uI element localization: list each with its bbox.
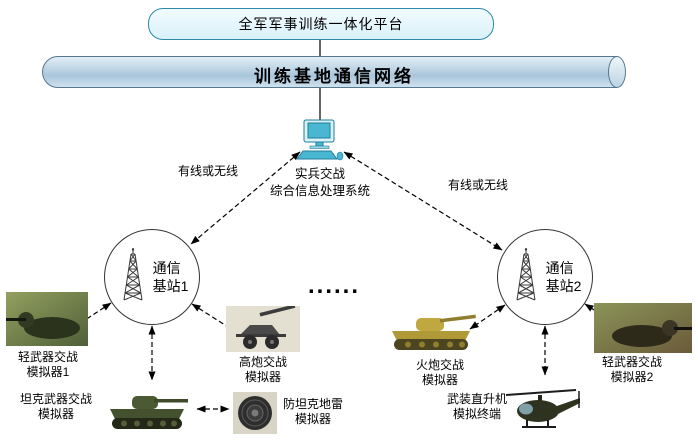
helicopter-photo (502, 378, 582, 441)
ellipsis-dots: ...... (307, 272, 360, 299)
station1-line1: 通信 (152, 259, 181, 276)
link-computer-station2 (343, 151, 503, 251)
antitank-mine-sim-line2: 模拟器 (294, 412, 331, 426)
tank-weapon-sim-line2: 模拟器 (37, 407, 74, 421)
tank-weapon-sim-line1: 坦克武器交战 (19, 392, 92, 406)
base-station-2: 通信 基站2 (497, 229, 593, 325)
light-weapon-sim-2-label: 轻武器交战 模拟器2 (596, 355, 668, 385)
link-station2-artillery (469, 304, 506, 330)
light-weapon-sim-1-label: 轻武器交战 模拟器1 (2, 350, 94, 380)
mine-photo (233, 392, 277, 439)
tank-photo (104, 383, 192, 438)
cylinder-end-cap (608, 56, 626, 88)
antitank-mine-sim-line1: 防坦克地雷 (282, 397, 343, 411)
tank-weapon-sim-label: 坦克武器交战 模拟器 (8, 392, 104, 422)
aa-gun-sim-line2: 模拟器 (244, 370, 281, 384)
base-station-1-label: 通信 基站1 (153, 259, 189, 295)
light-weapon-sim-1-line1: 轻武器交战 (17, 350, 78, 364)
aa-gun-photo (226, 304, 300, 357)
antitank-mine-sim-label: 防坦克地雷 模拟器 (278, 397, 348, 427)
link-label-left: 有线或无线 (178, 164, 239, 178)
light-weapon-sim-2-line2: 模拟器2 (610, 370, 654, 384)
network-cylinder: 训练基地通信网络 (42, 56, 626, 88)
artillery-photo (386, 307, 478, 358)
platform-title-box: 全军军事训练一体化平台 (148, 8, 494, 40)
antenna-tower-icon (509, 247, 543, 307)
station1-line2: 基站1 (152, 278, 189, 294)
base-station-2-label: 通信 基站2 (546, 259, 582, 295)
processing-system-line1: 实兵交战 (294, 167, 345, 181)
processing-system-label: 实兵交战 综合信息处理系统 (250, 166, 390, 200)
helicopter-terminal-line1: 武装直升机 (446, 392, 507, 406)
link-label-right: 有线或无线 (448, 178, 509, 192)
light-weapon-sim-1-line2: 模拟器1 (26, 365, 70, 379)
soldier-photo-2 (594, 303, 692, 358)
soldier-photo-1 (6, 292, 88, 351)
network-title: 训练基地通信网络 (254, 67, 414, 86)
station2-line1: 通信 (545, 259, 574, 276)
aa-gun-sim-label: 高炮交战 模拟器 (226, 355, 300, 385)
processing-system-line2: 综合信息处理系统 (269, 183, 370, 198)
artillery-sim-line1: 火炮交战 (415, 358, 464, 372)
platform-title: 全军军事训练一体化平台 (238, 16, 404, 32)
light-weapon-sim-2-line1: 轻武器交战 (601, 355, 662, 369)
helicopter-terminal-line2: 模拟终端 (452, 407, 501, 421)
base-station-1: 通信 基站1 (104, 229, 200, 325)
station2-line2: 基站2 (545, 278, 582, 294)
antenna-tower-icon (116, 247, 150, 307)
artillery-sim-line2: 模拟器 (421, 373, 458, 387)
helicopter-terminal-label: 武装直升机 模拟终端 (442, 392, 512, 422)
cylinder-body (42, 56, 617, 88)
artillery-sim-label: 火炮交战 模拟器 (408, 358, 472, 388)
computer-icon (296, 119, 344, 161)
aa-gun-sim-line1: 高炮交战 (238, 355, 287, 369)
